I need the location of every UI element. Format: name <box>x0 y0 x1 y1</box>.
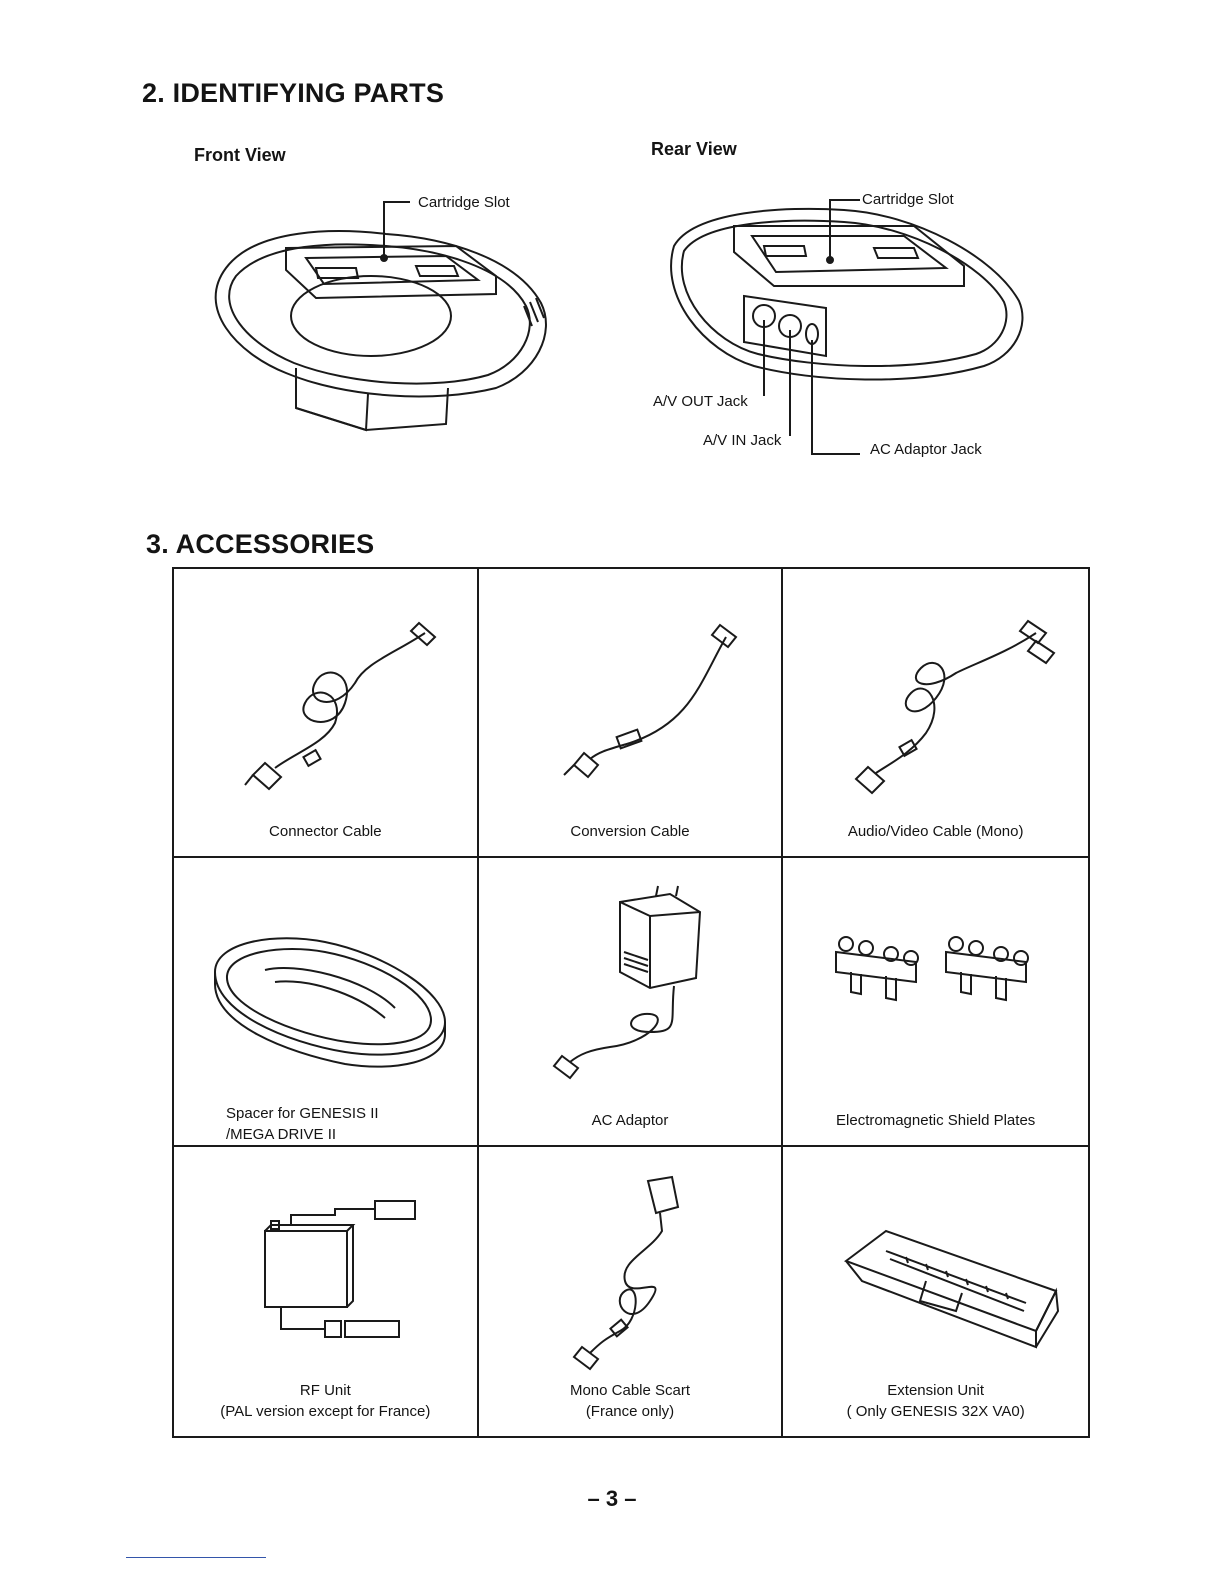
accessory-caption-sub: ( Only GENESIS 32X VA0) <box>846 1403 1025 1420</box>
accessory-spacer: Spacer for GENESIS II/MEGA DRIVE II <box>174 858 479 1147</box>
page-number: – 3 – <box>587 1486 637 1511</box>
console-front-icon <box>196 198 566 442</box>
spacer-icon <box>214 937 447 1068</box>
ac-adaptor-jack-label: AC Adaptor Jack <box>870 441 982 458</box>
accessory-extension-unit: Extension Unit ( Only GENESIS 32X VA0) <box>783 1147 1088 1436</box>
accessory-ac-adaptor: AC Adaptor <box>478 858 784 1147</box>
av-out-jack-label: A/V OUT Jack <box>653 393 748 410</box>
accessory-shield-plates: Electromagnetic Shield Plates <box>783 858 1088 1147</box>
accessory-caption-sub: /MEGA DRIVE II <box>226 1126 337 1143</box>
accessory-caption: Spacer for GENESIS II <box>226 1105 379 1122</box>
accessory-av-cable: Audio/Video Cable (Mono) <box>783 569 1088 858</box>
accessory-conversion-cable: Conversion Cable <box>478 569 784 858</box>
shield-plate-icon <box>834 936 1029 1002</box>
console-rear-icon <box>664 196 1032 466</box>
rear-view-title: Rear View <box>651 139 737 159</box>
accessory-caption: Audio/Video Cable (Mono) <box>847 823 1024 840</box>
rear-cartridge-slot-label: Cartridge Slot <box>862 191 954 208</box>
cable-icon <box>854 619 1056 795</box>
accessory-mono-scart: Mono Cable Scart (France only) <box>479 1147 784 1436</box>
accessory-caption-sub: (PAL version except for France) <box>220 1403 431 1420</box>
footer-rule <box>126 1557 266 1558</box>
cable-icon <box>244 621 437 791</box>
scart-cable-icon <box>572 1175 680 1371</box>
ac-adaptor-icon <box>552 885 702 1080</box>
rf-unit-icon <box>264 1200 417 1338</box>
accessory-caption-sub: (France only) <box>585 1403 675 1420</box>
accessory-caption: Conversion Cable <box>570 823 690 840</box>
cable-icon <box>563 623 738 779</box>
accessory-connector-cable: Connector Cable <box>174 569 479 858</box>
front-cartridge-slot-label: Cartridge Slot <box>418 194 510 211</box>
accessory-caption: Connector Cable <box>269 823 382 840</box>
front-view-title: Front View <box>194 145 286 165</box>
av-in-jack-label: A/V IN Jack <box>703 432 782 449</box>
accessory-caption: Mono Cable Scart <box>569 1382 691 1399</box>
accessory-caption: AC Adaptor <box>591 1112 669 1129</box>
extension-unit-icon <box>843 1229 1059 1349</box>
accessory-caption: Extension Unit <box>887 1382 985 1399</box>
accessory-caption: Electromagnetic Shield Plates <box>836 1112 1036 1129</box>
section-heading-parts: 2. IDENTIFYING PARTS <box>142 78 445 108</box>
accessory-caption: RF Unit <box>299 1382 351 1399</box>
accessories-table: Connector Cable Conversion Cable Audio/V <box>172 567 1090 1438</box>
accessory-rf-unit: RF Unit (PAL version except for France) <box>174 1147 479 1436</box>
section-heading-accessories: 3. ACCESSORIES <box>146 529 375 559</box>
